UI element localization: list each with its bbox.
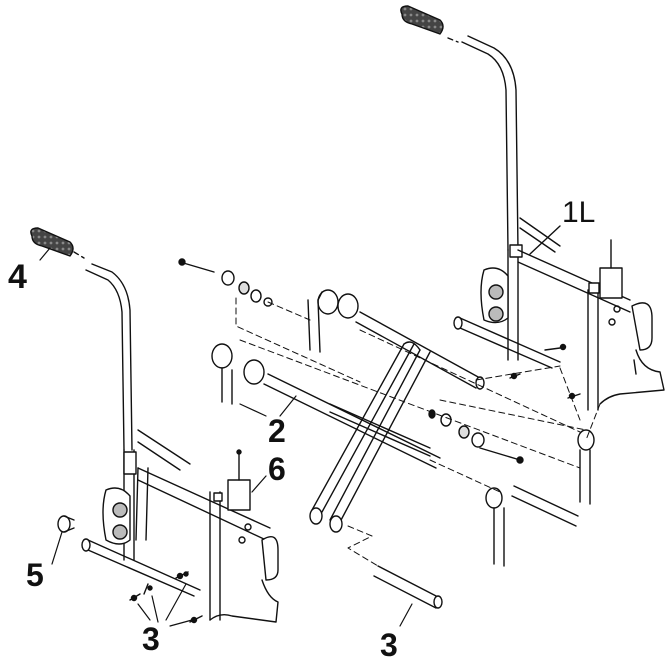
callout-4: 4 — [8, 258, 27, 296]
left-handle-grip — [30, 227, 74, 257]
callout-3-bottom: 3 — [380, 627, 398, 663]
right-handle-grip — [400, 5, 444, 35]
cross-brace-assembly — [178, 258, 595, 609]
callout-6: 6 — [268, 451, 286, 487]
left-side-frame — [30, 227, 279, 624]
callout-1L: 1L — [562, 196, 595, 229]
callout-3-left: 3 — [142, 621, 160, 657]
callout-5: 5 — [26, 557, 44, 593]
callout-leaders — [39, 247, 413, 627]
callout-2: 2 — [268, 413, 286, 449]
right-side-frame — [400, 5, 665, 411]
assembly-guide-lines — [235, 297, 601, 567]
